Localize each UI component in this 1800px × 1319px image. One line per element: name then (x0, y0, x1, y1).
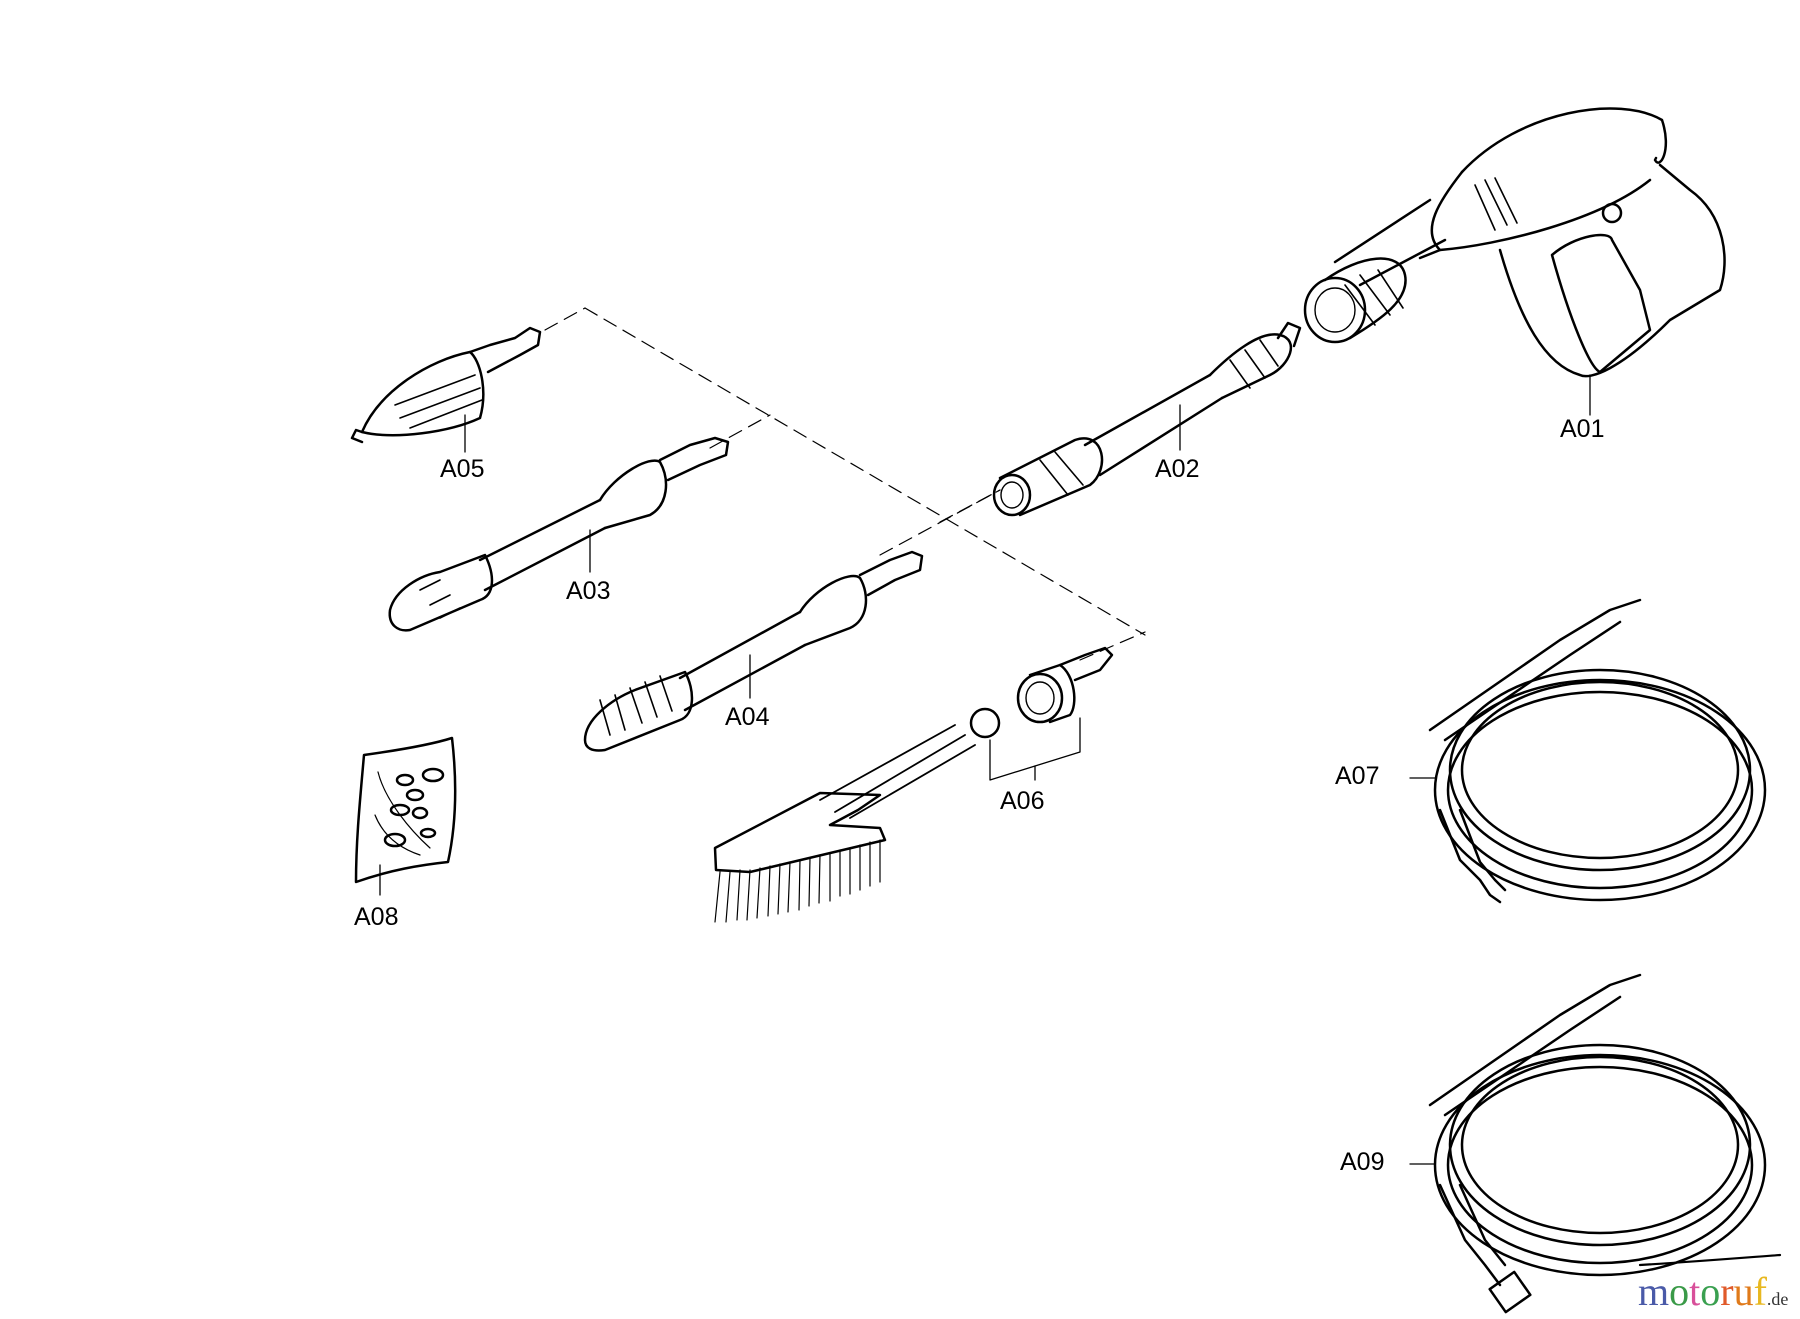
part-label-a04[interactable]: A04 (725, 703, 770, 731)
high-pressure-hose-threaded-drawing (1409, 973, 1767, 1314)
part-label-a07[interactable]: A07 (1335, 762, 1380, 790)
part-label-a05[interactable]: A05 (440, 455, 485, 483)
nozzle-drawing (350, 326, 542, 444)
wash-brush-drawing (713, 646, 1114, 923)
logo-letter: o (1669, 1269, 1690, 1314)
logo-letter: o (1700, 1269, 1721, 1314)
part-label-a08[interactable]: A08 (354, 903, 399, 931)
logo-letter: f (1753, 1269, 1767, 1314)
part-label-a02[interactable]: A02 (1155, 455, 1200, 483)
trigger-gun-drawing (1303, 107, 1726, 378)
seal-kit-bag-drawing (354, 736, 457, 896)
logo-letter: r (1720, 1269, 1734, 1314)
logo-letter: u (1733, 1269, 1754, 1314)
assembly-guide-lines (544, 307, 1146, 661)
high-pressure-hose-drawing (1409, 598, 1767, 904)
extension-wand-drawing (992, 321, 1302, 517)
part-label-a09[interactable]: A09 (1340, 1148, 1385, 1176)
spray-lance-adjustable-drawing (388, 436, 730, 632)
spray-lance-rotating-drawing (583, 550, 924, 752)
part-label-a06[interactable]: A06 (1000, 787, 1045, 815)
motoruf-watermark-logo: motoruf.de (1638, 1272, 1788, 1312)
logo-domain-suffix: .de (1766, 1289, 1789, 1309)
leader-lines (464, 374, 1591, 699)
logo-letter: t (1689, 1269, 1701, 1314)
part-label-a01[interactable]: A01 (1560, 415, 1605, 443)
logo-letter: m (1638, 1269, 1670, 1314)
part-label-a03[interactable]: A03 (566, 577, 611, 605)
